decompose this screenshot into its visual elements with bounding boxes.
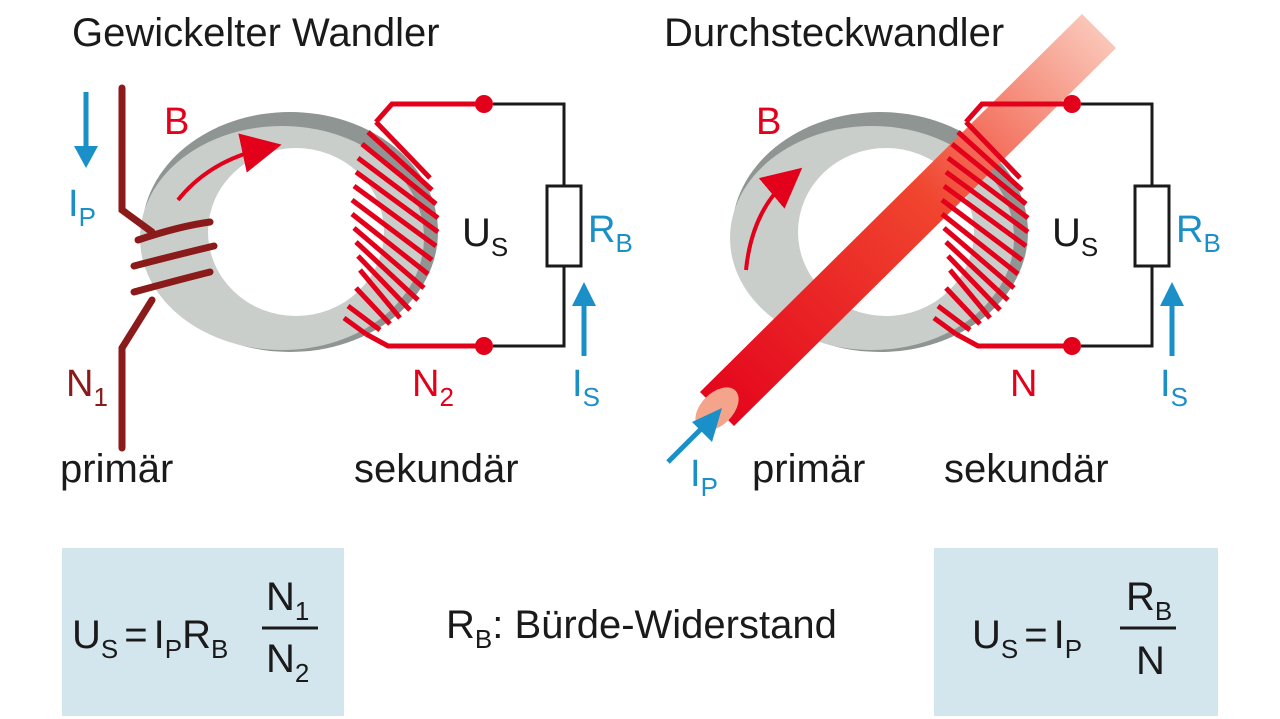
left-title: Gewickelter Wandler	[72, 11, 440, 55]
left-is-arrow	[572, 282, 596, 356]
left-primary-winding	[118, 84, 218, 452]
right-terminal-bottom	[1063, 337, 1081, 355]
left-label-is: IS	[572, 363, 600, 412]
left-label-b: B	[164, 101, 189, 143]
right-label-us: US	[1052, 211, 1098, 262]
left-label-primary: primär	[60, 447, 173, 491]
left-toroid-core	[140, 112, 438, 352]
right-title: Durchsteckwandler	[664, 11, 1004, 55]
formula-right-lhs: US=IP	[972, 613, 1082, 664]
right-label-rb: RB	[1176, 209, 1221, 258]
formula-right-box	[934, 548, 1218, 716]
right-burden-circuit	[1081, 102, 1171, 348]
formula-left-lhs: US=IPRB	[72, 613, 228, 664]
left-terminal-bottom	[475, 337, 493, 355]
formula-middle-definition: RB: Bürde-Widerstand	[446, 603, 837, 654]
feedthrough-transformer: Durchsteckwandler	[664, 11, 1221, 502]
formula-right-denominator: N	[1136, 639, 1165, 683]
left-terminal-top	[475, 95, 493, 113]
right-secondary-winding	[932, 101, 1072, 349]
right-ip-arrow	[666, 408, 722, 464]
left-label-secondary: sekundär	[354, 447, 519, 491]
left-label-n2: N2	[412, 363, 454, 412]
right-label-is: IS	[1160, 363, 1188, 412]
left-burden-circuit	[493, 102, 583, 348]
right-flux-arrow	[744, 167, 803, 271]
formula-left-numerator: N1	[266, 575, 309, 626]
left-label-us: US	[462, 211, 508, 262]
formula-left-denominator: N2	[266, 637, 309, 688]
right-label-b: B	[756, 101, 781, 143]
formula-right: US=IP RB N	[934, 548, 1218, 716]
left-label-ip: IP	[68, 183, 96, 232]
formula-left: US=IPRB N1 N2	[62, 548, 344, 716]
left-flux-arrow	[176, 133, 282, 202]
right-label-primary: primär	[752, 447, 865, 491]
right-terminal-top	[1063, 95, 1081, 113]
right-is-arrow	[1160, 282, 1184, 356]
left-label-rb: RB	[588, 209, 633, 258]
wound-transformer: Gewickelter Wandler	[60, 11, 633, 491]
right-label-n: N	[1010, 363, 1037, 405]
left-ip-arrow	[74, 92, 98, 168]
right-label-ip: IP	[690, 453, 718, 502]
formula-left-box	[62, 548, 344, 716]
left-secondary-winding	[342, 101, 484, 349]
formula-right-numerator: RB	[1126, 575, 1172, 626]
left-label-n1: N1	[66, 363, 108, 412]
right-label-secondary: sekundär	[944, 447, 1109, 491]
